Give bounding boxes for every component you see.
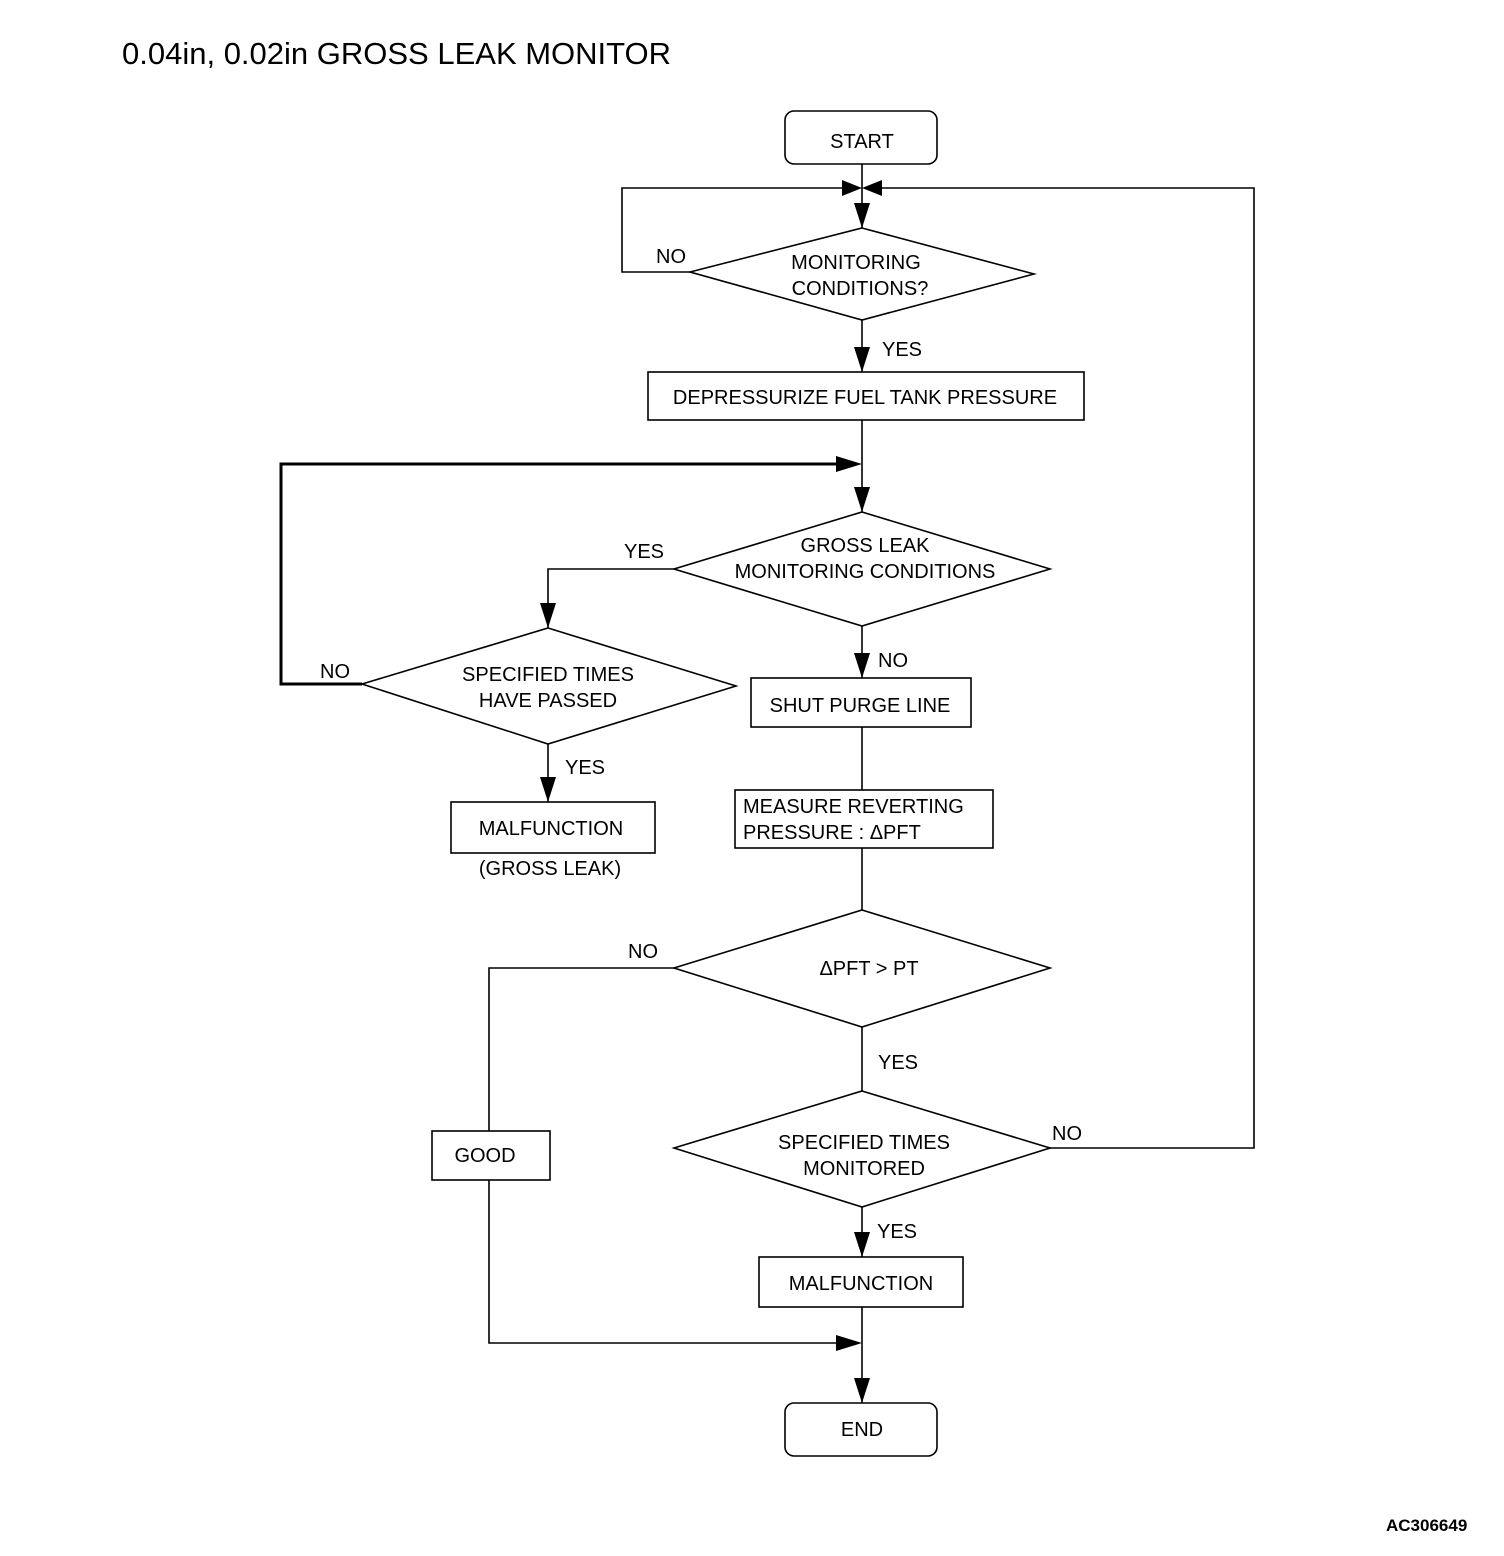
edge-mc-no-loop [621,187,842,273]
node-shut-purge-line-1: SHUT PURGE LINE [770,695,951,717]
node-specified-times-monitored-line-1: SPECIFIED TIMES [778,1132,950,1154]
node-monitoring-conditions-line-1: MONITORING [791,252,921,274]
node-specified-times-passed: SPECIFIED TIMES HAVE PASSED [359,627,739,745]
edge-gl-yes [547,568,674,628]
node-monitoring-conditions: MONITORING CONDITIONS? [686,227,1038,321]
node-end: END [784,1402,938,1457]
node-measure-pressure-line-2: PRESSURE : ΔPFT [743,822,921,844]
label-stm-yes: YES [877,1221,917,1243]
label-gl-yes: YES [624,541,664,563]
arrowhead-into-malfunction [854,1232,870,1257]
node-good: GOOD [431,1130,551,1181]
label-mc-no: NO [656,246,686,268]
edge-stm-no-loop [882,187,1255,1149]
node-good-line-1: GOOD [454,1145,515,1167]
node-gross-leak-conditions: GROSS LEAK MONITORING CONDITIONS [671,511,1053,627]
arrowhead-good-merge [836,1335,862,1351]
node-end-line-1: END [841,1419,883,1441]
arrowhead-stm-no-merge [862,180,882,196]
arrowhead-into-depressurize [854,347,870,372]
edge-pft-no [488,967,674,1131]
node-specified-times-passed-line-2: HAVE PASSED [479,690,617,712]
node-specified-times-monitored-line-2: MONITORED [803,1158,925,1180]
edge-good-to-end [488,1180,842,1344]
figure-reference: AC306649 [1386,1516,1468,1535]
node-gross-leak-conditions-line-1: GROSS LEAK [801,535,931,557]
label-gl-no: NO [878,650,908,672]
node-measure-pressure: MEASURE REVERTING PRESSURE : ΔPFT [734,789,994,849]
arrowhead-into-mc [854,203,870,228]
node-monitoring-conditions-line-2: CONDITIONS? [792,278,929,300]
node-depressurize-line-1: DEPRESSURIZE FUEL TANK PRESSURE [673,387,1057,409]
node-pft-compare-line-1: ΔPFT > PT [819,958,918,980]
node-gross-leak-conditions-line-2: MONITORING CONDITIONS [735,561,996,583]
label-pft-yes: YES [878,1052,918,1074]
node-start-line-1: START [830,131,894,153]
label-stp-no: NO [320,661,350,683]
node-start: START [784,110,938,165]
arrowhead-into-end [854,1378,870,1403]
arrowhead-into-gl [854,487,870,512]
node-depressurize: DEPRESSURIZE FUEL TANK PRESSURE [647,371,1085,421]
label-pft-no: NO [628,941,658,963]
node-malfunction-gross-note: (GROSS LEAK) [479,858,621,880]
edge-labels: NO YES YES NO NO YES NO YES NO YES [320,246,1082,1243]
label-mc-yes: YES [882,339,922,361]
arrowhead-into-shut [854,653,870,678]
node-malfunction-gross-line-1: MALFUNCTION [479,818,623,840]
connectors [279,164,1255,1403]
node-measure-pressure-line-1: MEASURE REVERTING [743,796,964,818]
node-specified-times-passed-line-1: SPECIFIED TIMES [462,664,634,686]
arrowhead-stp-no-merge [836,456,862,472]
node-malfunction: MALFUNCTION [758,1256,964,1308]
arrowheads [540,180,882,1403]
arrowhead-mc-no-merge [842,180,862,196]
node-pft-compare: ΔPFT > PT [671,909,1053,1028]
label-stp-yes: YES [565,757,605,779]
edge-stp-no-loop [279,462,842,686]
arrowhead-into-malfunction-gross [540,777,556,802]
node-malfunction-gross: MALFUNCTION [450,801,656,854]
node-shut-purge: SHUT PURGE LINE [750,677,972,728]
label-stm-no: NO [1052,1123,1082,1145]
page-title: 0.04in, 0.02in GROSS LEAK MONITOR [122,36,672,71]
arrowhead-into-stp [540,603,556,628]
node-malfunction-line-1: MALFUNCTION [789,1273,933,1295]
node-specified-times-monitored: SPECIFIED TIMES MONITORED [671,1090,1053,1208]
